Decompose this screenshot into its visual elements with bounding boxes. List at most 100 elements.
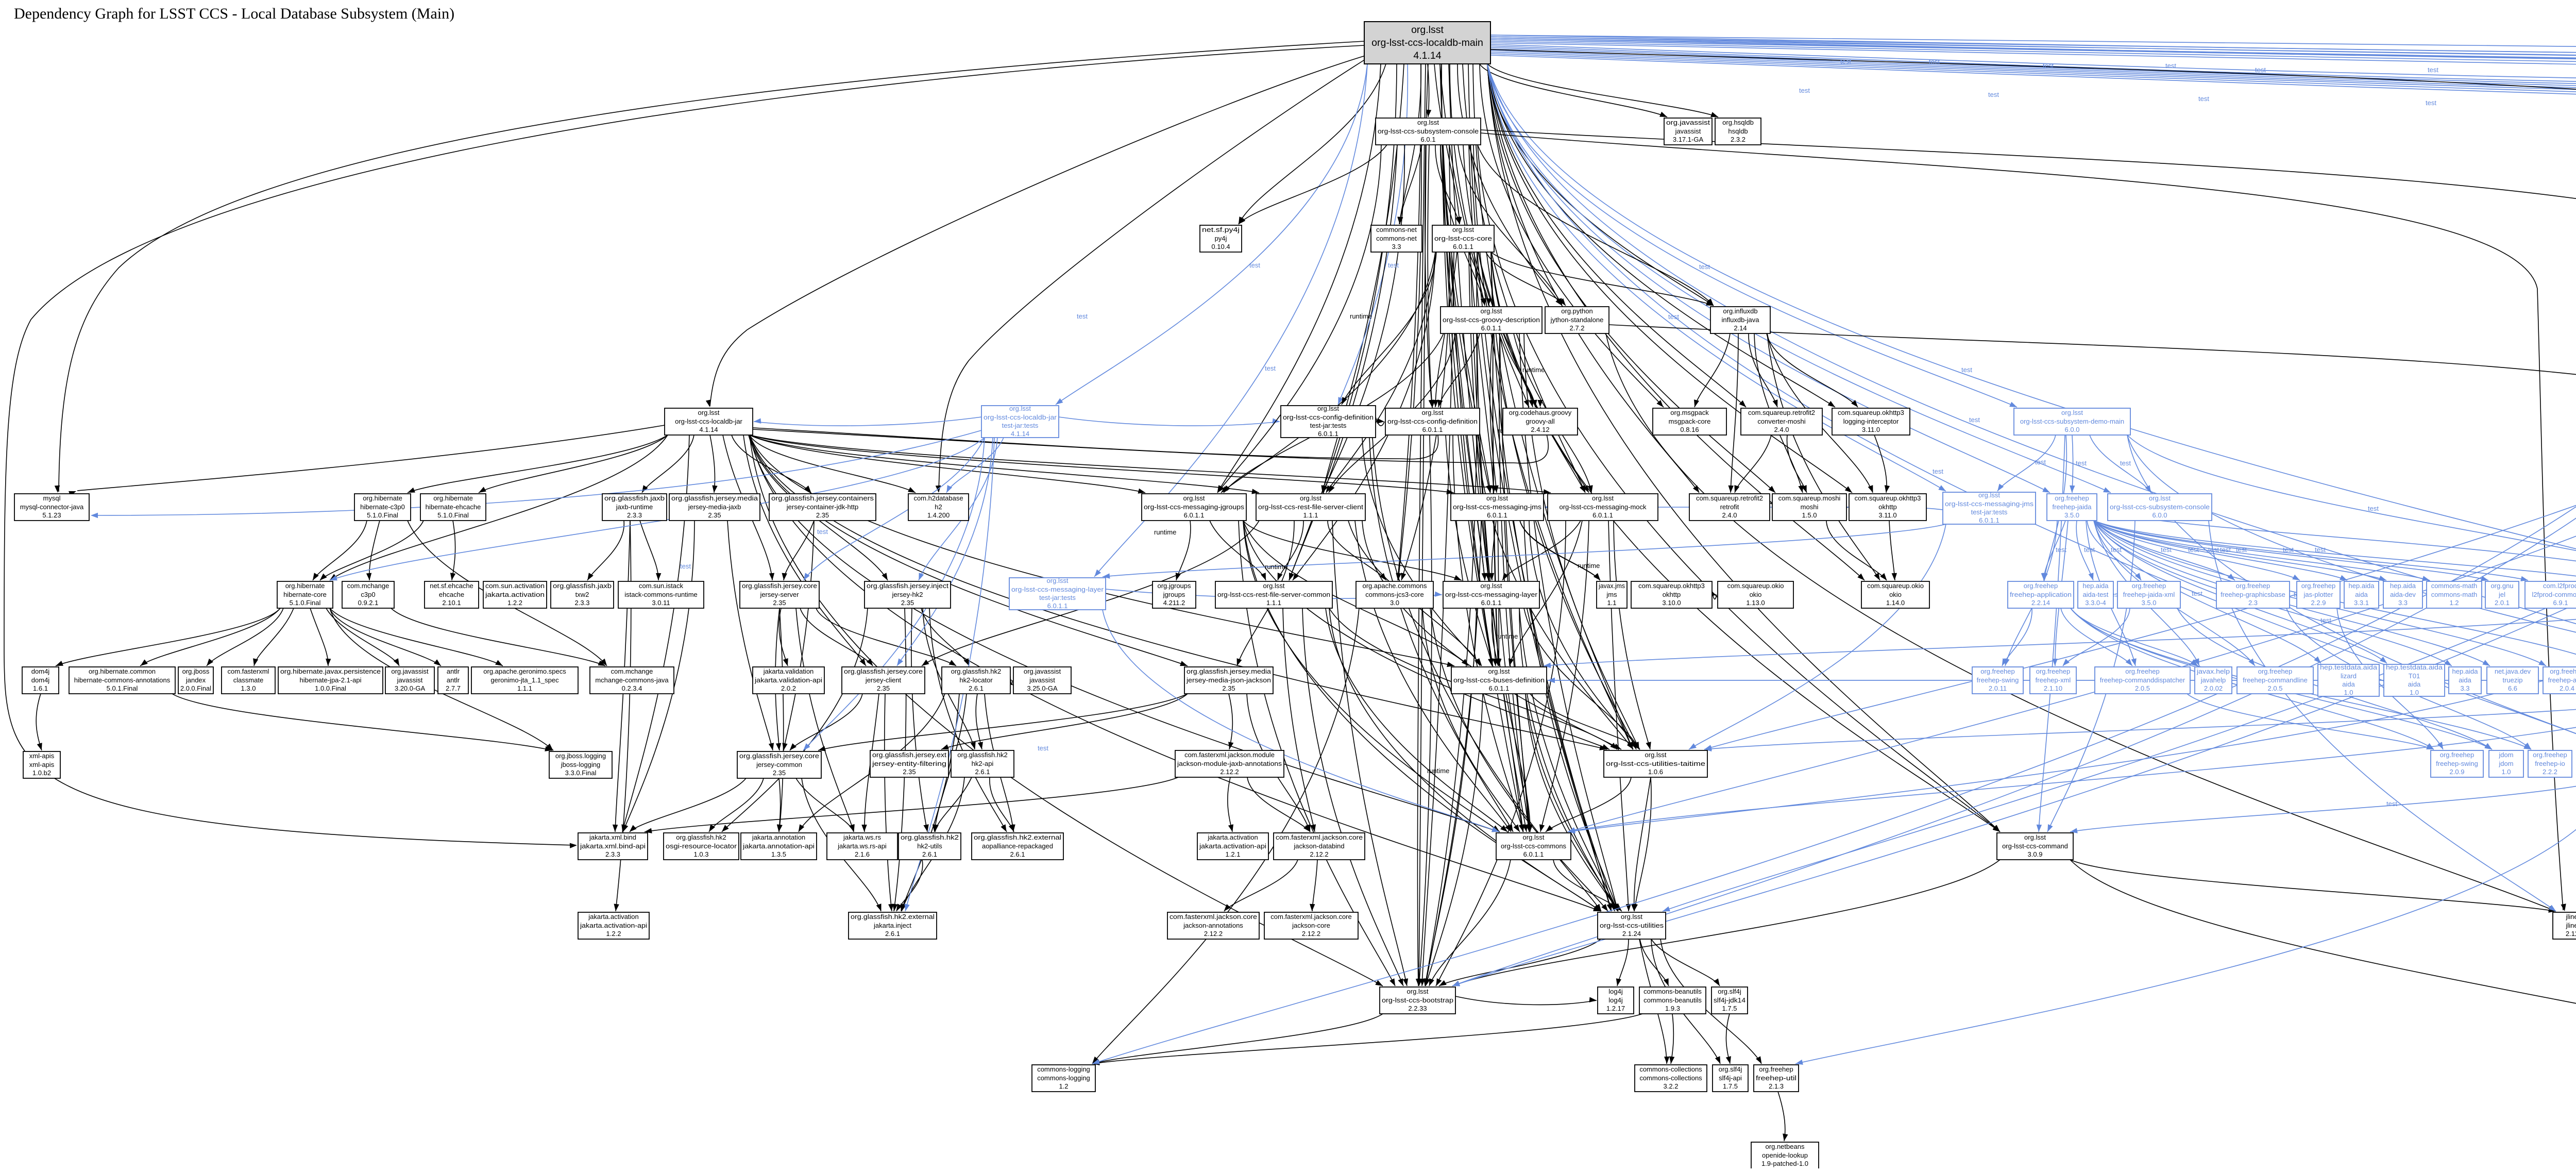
svg-text:1.0.6: 1.0.6 (1648, 768, 1663, 776)
svg-text:2.12.2: 2.12.2 (1220, 768, 1239, 776)
svg-text:T01: T01 (2409, 672, 2420, 680)
svg-text:1.1.1: 1.1.1 (1303, 511, 1318, 519)
svg-text:org.glassfish.hk2.external: org.glassfish.hk2.external (851, 913, 935, 921)
svg-text:org.jboss: org.jboss (182, 667, 210, 675)
svg-text:3.3.0.Final: 3.3.0.Final (565, 769, 597, 777)
svg-text:jdom: jdom (2498, 760, 2513, 767)
svg-text:py4j: py4j (1215, 235, 1227, 242)
svg-text:org-lsst-ccs-groovy-descriptio: org-lsst-ccs-groovy-description (1443, 316, 1540, 324)
svg-text:org.freehep: org.freehep (1759, 1065, 1793, 1073)
svg-text:com.fasterxml.jackson.module: com.fasterxml.jackson.module (1184, 751, 1275, 759)
svg-text:classmate: classmate (233, 676, 264, 684)
svg-text:mysql-connector-java: mysql-connector-java (20, 503, 84, 511)
svg-text:commons-math: commons-math (2431, 582, 2478, 590)
svg-text:test: test (2368, 505, 2379, 512)
svg-text:test: test (817, 528, 828, 536)
svg-text:5.1.0.Final: 5.1.0.Final (367, 511, 398, 519)
svg-text:org.lsst: org.lsst (1481, 307, 1502, 315)
svg-text:3.0.11: 3.0.11 (652, 599, 670, 607)
svg-text:test: test (1249, 261, 1260, 269)
svg-text:test: test (2120, 459, 2131, 467)
svg-text:6.0.1.1: 6.0.1.1 (1318, 430, 1338, 438)
svg-text:log4j: log4j (1608, 996, 1623, 1004)
svg-text:org.freehep: org.freehep (2236, 582, 2270, 590)
svg-text:org.lsst: org.lsst (698, 409, 720, 416)
svg-text:1.2.2: 1.2.2 (606, 930, 621, 938)
svg-text:jersey-common: jersey-common (756, 761, 802, 768)
svg-text:com.squareup.okio: com.squareup.okio (1867, 582, 1924, 590)
svg-text:org-lsst-ccs-messaging-layer: org-lsst-ccs-messaging-layer (1011, 586, 1104, 593)
svg-text:jersey-media-jaxb: jersey-media-jaxb (688, 503, 741, 511)
svg-text:jersey-server: jersey-server (759, 591, 799, 598)
svg-text:2.35: 2.35 (773, 769, 786, 777)
svg-text:runtime: runtime (1265, 563, 1287, 571)
svg-text:org.netbeans: org.netbeans (1766, 1143, 1805, 1150)
svg-text:org.jgroups: org.jgroups (1157, 582, 1191, 590)
svg-text:org.glassfish.hk2: org.glassfish.hk2 (901, 833, 959, 841)
svg-text:1.2: 1.2 (1059, 1082, 1068, 1090)
svg-text:test: test (1668, 313, 1679, 321)
svg-text:org.hsqldb: org.hsqldb (1722, 119, 1754, 126)
svg-text:jakarta.xml.bind: jakarta.xml.bind (589, 833, 636, 841)
svg-text:jersey-container-jdk-http: jersey-container-jdk-http (786, 503, 858, 511)
svg-text:org-lsst-ccs-bootstrap: org-lsst-ccs-bootstrap (1382, 996, 1453, 1004)
svg-text:2.35: 2.35 (816, 511, 829, 519)
svg-text:1.1: 1.1 (1607, 599, 1616, 607)
svg-text:org.lsst: org.lsst (1183, 494, 1205, 502)
svg-text:test: test (2043, 62, 2054, 70)
svg-text:4.1.14: 4.1.14 (699, 426, 718, 433)
svg-text:hep.testdata.aida: hep.testdata.aida (2320, 663, 2378, 671)
svg-text:aida: aida (2355, 591, 2368, 598)
svg-text:2.0.5: 2.0.5 (2268, 684, 2283, 692)
svg-text:okhttp: okhttp (1878, 503, 1896, 511)
svg-text:jline: jline (2565, 922, 2576, 929)
svg-text:runtime: runtime (1496, 632, 1518, 640)
svg-text:1.0.b2: 1.0.b2 (32, 769, 51, 777)
svg-text:org.freehep: org.freehep (2036, 667, 2071, 675)
svg-text:jaxb-runtime: jaxb-runtime (616, 503, 653, 511)
svg-text:Dependency Graph for LSST CCS: Dependency Graph for LSST CCS - Local Da… (14, 5, 454, 22)
svg-text:org.lsst: org.lsst (1592, 494, 1614, 502)
svg-text:org.lsst: org.lsst (1486, 494, 1508, 502)
svg-text:2.35: 2.35 (708, 511, 721, 519)
svg-text:2.35: 2.35 (773, 599, 786, 607)
svg-text:2.2.33: 2.2.33 (1408, 1005, 1427, 1012)
svg-text:3.25.0-GA: 3.25.0-GA (1027, 684, 1058, 692)
svg-text:test: test (1961, 366, 1972, 374)
svg-text:com.mchange: com.mchange (611, 667, 653, 675)
svg-text:test: test (680, 562, 691, 570)
svg-text:javassist: javassist (397, 676, 423, 684)
svg-text:1.1.1: 1.1.1 (517, 684, 532, 692)
svg-text:hep.testdata.aida: hep.testdata.aida (2386, 663, 2443, 671)
svg-text:freehep-application: freehep-application (2010, 591, 2072, 598)
svg-text:2.7.7: 2.7.7 (446, 684, 461, 692)
svg-text:aida: aida (2459, 676, 2471, 684)
svg-text:org.glassfish.hk2: org.glassfish.hk2 (957, 751, 1008, 759)
svg-text:jersey-client: jersey-client (865, 676, 902, 684)
svg-text:commons-net: commons-net (1376, 226, 1417, 233)
svg-text:2.35: 2.35 (901, 599, 914, 607)
svg-text:jakarta.inject: jakarta.inject (873, 922, 911, 929)
svg-text:mysql: mysql (43, 494, 61, 502)
svg-text:test: test (2386, 800, 2397, 808)
svg-text:com.squareup.okhttp3: com.squareup.okhttp3 (1838, 409, 1904, 416)
svg-text:org-lsst-ccs-config-definition: org-lsst-ccs-config-definition (1387, 417, 1478, 425)
svg-text:org.glassfish.jersey.media: org.glassfish.jersey.media (1187, 667, 1272, 675)
svg-text:org.glassfish.jersey.media: org.glassfish.jersey.media (671, 494, 758, 502)
svg-text:aida-test: aida-test (2083, 591, 2109, 598)
svg-text:test: test (2076, 459, 2087, 467)
svg-text:org.glassfish.jersey.ext: org.glassfish.jersey.ext (872, 751, 946, 759)
svg-text:net.sf.ehcache: net.sf.ehcache (430, 582, 473, 590)
svg-text:1.2.17: 1.2.17 (1606, 1005, 1625, 1012)
svg-text:commons-beanutils: commons-beanutils (1643, 996, 1702, 1004)
svg-text:1.2: 1.2 (2449, 599, 2459, 607)
svg-text:test: test (1933, 467, 1943, 475)
svg-text:org.lsst: org.lsst (1422, 409, 1444, 416)
svg-text:org.glassfish.hk2: org.glassfish.hk2 (676, 833, 726, 841)
svg-text:org-lsst-ccs-rest-file-server-: org-lsst-ccs-rest-file-server-client (1258, 503, 1363, 511)
svg-text:org-lsst-ccs-messaging-mock: org-lsst-ccs-messaging-mock (1559, 503, 1647, 511)
svg-text:2.14: 2.14 (1734, 324, 1747, 332)
svg-text:org-lsst-ccs-buses-definition: org-lsst-ccs-buses-definition (1453, 676, 1545, 684)
svg-text:2.3.3: 2.3.3 (605, 850, 620, 858)
svg-text:3.11.0: 3.11.0 (1878, 511, 1896, 519)
